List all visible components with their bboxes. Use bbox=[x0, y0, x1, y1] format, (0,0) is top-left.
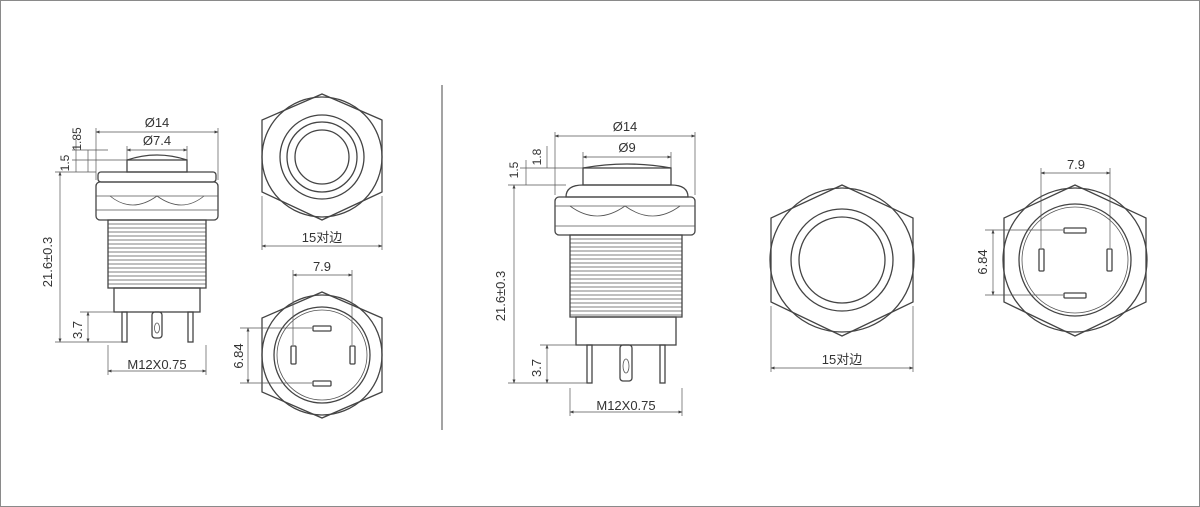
right-terminal-length-label: 3.7 bbox=[529, 359, 544, 377]
right-thread-label: M12X0.75 bbox=[596, 398, 655, 413]
left-bottom-view bbox=[240, 270, 383, 419]
left-across-flats-label: 15对边 bbox=[302, 230, 342, 245]
right-dia-outer-label: Ø14 bbox=[613, 119, 638, 134]
right-terminal-span-x-label: 7.9 bbox=[1067, 157, 1085, 172]
left-dia-outer-label: Ø14 bbox=[145, 115, 170, 130]
left-top-view bbox=[261, 93, 383, 250]
left-dia-cap-label: Ø7.4 bbox=[143, 133, 171, 148]
right-side-view bbox=[508, 132, 696, 416]
left-terminal-span-y-label: 6.84 bbox=[231, 343, 246, 368]
left-terminal-length-label: 3.7 bbox=[70, 321, 85, 339]
left-side-view bbox=[55, 128, 219, 375]
right-across-flats-label: 15对边 bbox=[822, 352, 862, 367]
right-top-view bbox=[769, 184, 915, 372]
left-terminal-span-x-label: 7.9 bbox=[313, 259, 331, 274]
right-cap-height-label: 1.8 bbox=[530, 148, 544, 165]
left-cap-height-label: 1.85 bbox=[70, 127, 84, 151]
right-terminal-span-y-label: 6.84 bbox=[975, 249, 990, 274]
right-ring-height-label: 1.5 bbox=[507, 161, 521, 178]
right-dia-cap-label: Ø9 bbox=[618, 140, 635, 155]
left-total-length-label: 21.6±0.3 bbox=[40, 237, 55, 288]
left-thread-label: M12X0.75 bbox=[127, 357, 186, 372]
right-total-length-label: 21.6±0.3 bbox=[493, 271, 508, 322]
left-ring-height-label: 1.5 bbox=[58, 154, 72, 171]
right-bottom-view bbox=[985, 168, 1148, 337]
